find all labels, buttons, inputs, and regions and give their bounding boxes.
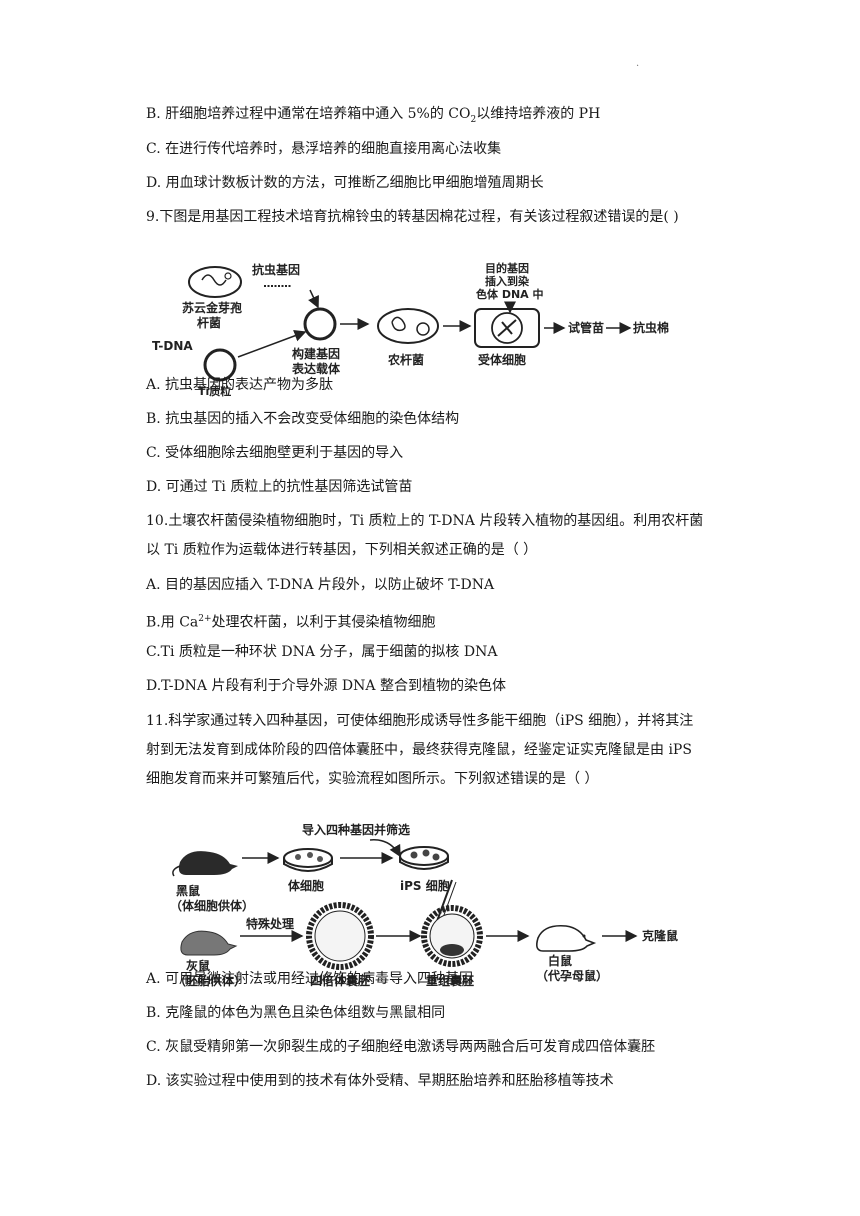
ti-plasmid-label: Ti质粒 — [198, 384, 231, 398]
q10-option-b-tail: 处理农杆菌，以利于其侵染植物细胞 — [211, 614, 436, 631]
recombined-blastocyst-icon — [421, 905, 483, 967]
q8-option-b-tail: 以维持培养液的 PH — [476, 106, 601, 122]
gray-mouse-icon — [180, 930, 238, 956]
q10-option-c: C.Ti 质粒是一种环状 DNA 分子，属于细菌的拟核 DNA — [146, 644, 498, 660]
q9-option-b: B. 抗虫基因的插入不会改变受体细胞的染色体结构 — [146, 411, 460, 427]
q11-stem-line-1: 11.科学家通过转入四种基因，可使体细胞形成诱导性多能干细胞（iPS 细胞），并… — [146, 713, 694, 729]
q11-stem-line-3: 细胞发育而来并可繁殖后代，实验流程如图所示。下列叙述错误的是（ ） — [146, 771, 599, 787]
tdna-label: T-DNA — [152, 339, 193, 353]
q9-option-c: C. 受体细胞除去细胞壁更利于基因的导入 — [146, 445, 404, 461]
q11-option-a: A. 可用显微注射法或用经过修饰的病毒导入四种基因 — [146, 971, 474, 987]
tetraploid-blastocyst-icon — [306, 902, 374, 970]
insert-label-2: 插入到染 — [485, 274, 530, 288]
vector-icon — [303, 307, 337, 341]
ca-charge-superscript: 2+ — [198, 614, 212, 624]
insect-resistant-cotton-label: 抗虫棉 — [633, 320, 669, 335]
q11-option-c: C. 灰鼠受精卵第一次卵裂生成的子细胞经电激诱导两两融合后可发育成四倍体囊胚 — [146, 1039, 656, 1055]
q10-stem-line-2: 以 Ti 质粒作为运载体进行转基因，下列相关叙述正确的是（ ） — [146, 542, 538, 558]
white-mouse-icon — [536, 924, 597, 952]
gray-mouse-label-2: （胚胎供体） — [174, 973, 246, 988]
q10-stem-line-1: 10.土壤农杆菌侵染植物细胞时，Ti 质粒上的 T-DNA 片段转入植物的基因组… — [146, 513, 704, 529]
q11-figure: 导入四种基因并筛选 黑鼠 （体细胞供体） 体细胞 iPS 细胞 灰鼠 （胚胎供体… — [170, 822, 678, 988]
test-tube-seedling-label: 试管苗 — [568, 320, 604, 335]
ips-cell-label: iPS 细胞 — [400, 878, 450, 893]
gray-mouse-label-1: 灰鼠 — [186, 958, 210, 973]
recombined-blastocyst-label: 重组囊胚 — [426, 973, 474, 988]
agrobacterium-icon — [377, 308, 439, 344]
white-mouse-label-2: （代孕母鼠） — [536, 968, 608, 983]
co2-subscript: 2 — [470, 114, 477, 125]
q11-option-d: D. 该实验过程中使用到的技术有体外受精、早期胚胎培养和胚胎移植等技术 — [146, 1073, 614, 1089]
bacillus-label-1: 苏云金芽孢 — [182, 300, 242, 315]
ips-cell-dish-icon — [399, 846, 449, 866]
black-mouse-icon — [178, 851, 238, 875]
bacillus-label-2: 杆菌 — [197, 315, 221, 330]
somatic-cell-label: 体细胞 — [288, 878, 324, 893]
q8-option-b: B. 肝细胞培养过程中通常在培养箱中通入 5%的 CO2以维持培养液的 PH — [146, 105, 600, 129]
q10-option-a: A. 目的基因应插入 T-DNA 片段外，以防止破坏 T-DNA — [146, 577, 495, 593]
special-treatment-label: 特殊处理 — [246, 916, 294, 931]
q9-figure: 苏云金芽孢 杆菌 抗虫基因 T-DNA Ti质粒 构建基因 表达载体 农杆菌 目… — [152, 261, 669, 398]
insert-label-1: 目的基因 — [485, 261, 529, 275]
page-mark: . — [636, 58, 640, 69]
q8-option-b-text: B. 肝细胞培养过程中通常在培养箱中通入 5%的 CO — [146, 106, 471, 122]
q11-stem-line-2: 射到无法发育到成体阶段的四倍体囊胚中，最终获得克隆鼠，经鉴定证实克隆鼠是由 iP… — [146, 742, 692, 758]
tetraploid-blastocyst-label: 四倍体囊胚 — [310, 973, 370, 988]
black-mouse-label-1: 黑鼠 — [176, 883, 200, 898]
import-genes-label: 导入四种基因并筛选 — [302, 822, 410, 837]
insert-label-3: 色体 DNA 中 — [476, 287, 544, 301]
recipient-cell-icon — [474, 308, 540, 348]
q10-option-d: D.T-DNA 片段有利于介导外源 DNA 整合到植物的染色体 — [146, 678, 506, 694]
black-mouse-label-2: （体细胞供体） — [170, 898, 254, 913]
bacillus-icon — [188, 266, 242, 298]
clone-mouse-label: 克隆鼠 — [642, 928, 678, 943]
gene-label: 抗虫基因 — [252, 262, 300, 277]
vector-label-1: 构建基因 — [292, 346, 340, 361]
q10-option-b: B.用 Ca2+处理农杆菌，以利于其侵染植物细胞 — [146, 610, 436, 632]
agrobacterium-label: 农杆菌 — [387, 352, 424, 367]
q8-option-c: C. 在进行传代培养时，悬浮培养的细胞直接用离心法收集 — [146, 141, 502, 157]
q8-option-d: D. 用血球计数板计数的方法，可推断乙细胞比甲细胞增殖周期长 — [146, 175, 544, 191]
q10-option-b-text: B.用 Ca — [146, 614, 199, 631]
ti-plasmid-icon — [203, 348, 237, 382]
recipient-label: 受体细胞 — [478, 352, 526, 367]
q9-stem: 9.下图是用基因工程技术培育抗棉铃虫的转基因棉花过程，有关该过程叙述错误的是( … — [146, 209, 679, 225]
q11-option-b: B. 克隆鼠的体色为黑色且染色体组数与黑鼠相同 — [146, 1005, 446, 1021]
white-mouse-label-1: 白鼠 — [548, 953, 572, 968]
somatic-cell-dish-icon — [283, 848, 333, 868]
q9-option-a: A. 抗虫基因的表达产物为多肽 — [146, 377, 334, 393]
vector-label-2: 表达载体 — [291, 361, 341, 376]
q9-option-d: D. 可通过 Ti 质粒上的抗性基因筛选试管苗 — [146, 479, 413, 495]
